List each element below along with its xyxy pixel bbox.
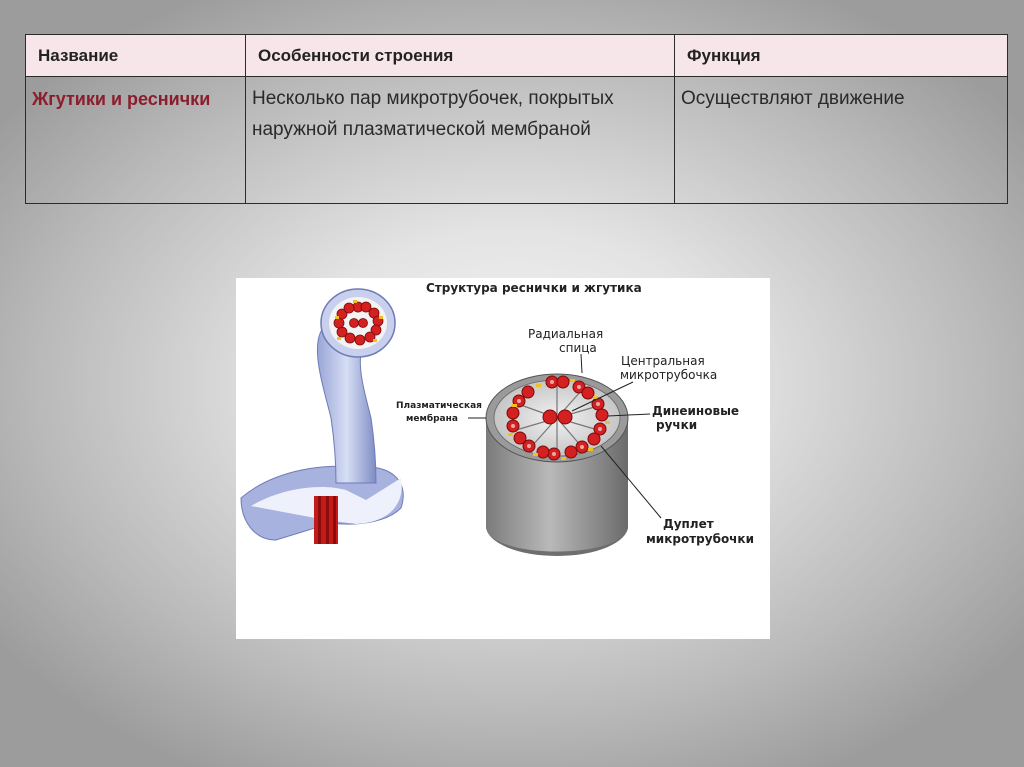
- label-dynein-line1: Динеиновые: [652, 404, 739, 418]
- label-doublet-line2: микротрубочки: [646, 532, 754, 546]
- header-function: Функция: [675, 35, 1008, 77]
- cilium-diagram: Структура реснички и жгутика: [236, 278, 770, 639]
- cell-structure: Несколько пар микротрубочек, покрытых на…: [246, 77, 675, 204]
- label-central-line2: микротрубочка: [620, 368, 717, 382]
- header-structure: Особенности строения: [246, 35, 675, 77]
- label-central-line1: Центральная: [621, 354, 705, 368]
- cell-name: Жгутики и реснички: [26, 77, 246, 204]
- label-radial-line1: Радиальная: [528, 327, 603, 341]
- cell-function: Осуществляют движение: [675, 77, 1008, 204]
- cilium-3d-drawing: [241, 289, 403, 544]
- basal-body: [314, 496, 338, 544]
- cross-section-drawing: [486, 374, 628, 556]
- header-name: Название: [26, 35, 246, 77]
- label-radial-line2: спица: [559, 341, 597, 355]
- label-dynein-line2: ручки: [656, 418, 697, 432]
- info-table: Название Особенности строения Функция Жг…: [25, 34, 1008, 204]
- label-membrane-line1: Плазматическая: [396, 401, 482, 411]
- table-row: Жгутики и реснички Несколько пар микротр…: [26, 77, 1008, 204]
- table-header-row: Название Особенности строения Функция: [26, 35, 1008, 77]
- label-membrane-line2: мембрана: [406, 413, 458, 424]
- label-doublet-line1: Дуплет: [663, 517, 714, 531]
- figure-title: Структура реснички и жгутика: [426, 281, 642, 295]
- cilium-structure-figure: Структура реснички и жгутика: [236, 278, 770, 639]
